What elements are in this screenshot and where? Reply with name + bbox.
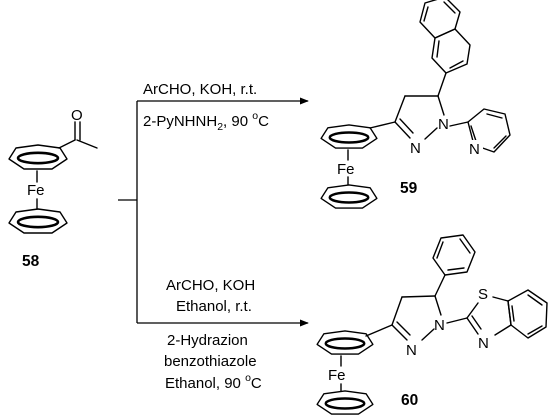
fe-label-59: Fe [337, 161, 355, 178]
oxygen-label-58: O [71, 107, 83, 124]
compound-number-59: 59 [400, 180, 418, 197]
bottom-condition-3: 2-Hydrazion [167, 332, 248, 349]
n1-label-60: N [434, 317, 445, 334]
branching-arrows [118, 97, 309, 327]
top-condition-2: 2-PyNHNH2, 90 oC [143, 110, 269, 133]
fe-label-58: Fe [27, 182, 45, 199]
n2-label-59: N [410, 140, 421, 157]
compound-59-structure: Fe N N N [319, 0, 511, 210]
n1-label-59: N [438, 116, 449, 133]
pyridine-n-label-59: N [469, 141, 480, 158]
top-condition-1: ArCHO, KOH, r.t. [143, 81, 257, 98]
fe-label-60: Fe [328, 367, 346, 384]
n2-label-60: N [406, 342, 417, 359]
bottom-condition-5: Ethanol, 90 oC [165, 372, 262, 392]
compound-number-60: 60 [401, 392, 418, 409]
compound-58-structure: Fe O [7, 107, 98, 235]
compound-number-58: 58 [22, 253, 40, 270]
bottom-condition-4: benzothiazole [164, 353, 257, 370]
bottom-condition-1: ArCHO, KOH [166, 277, 255, 294]
thiazole-n-label-60: N [478, 335, 489, 352]
bottom-condition-2: Ethanol, r.t. [176, 298, 252, 315]
compound-60-structure: Fe N N S N [315, 234, 548, 416]
sulfur-label-60: S [478, 286, 488, 303]
